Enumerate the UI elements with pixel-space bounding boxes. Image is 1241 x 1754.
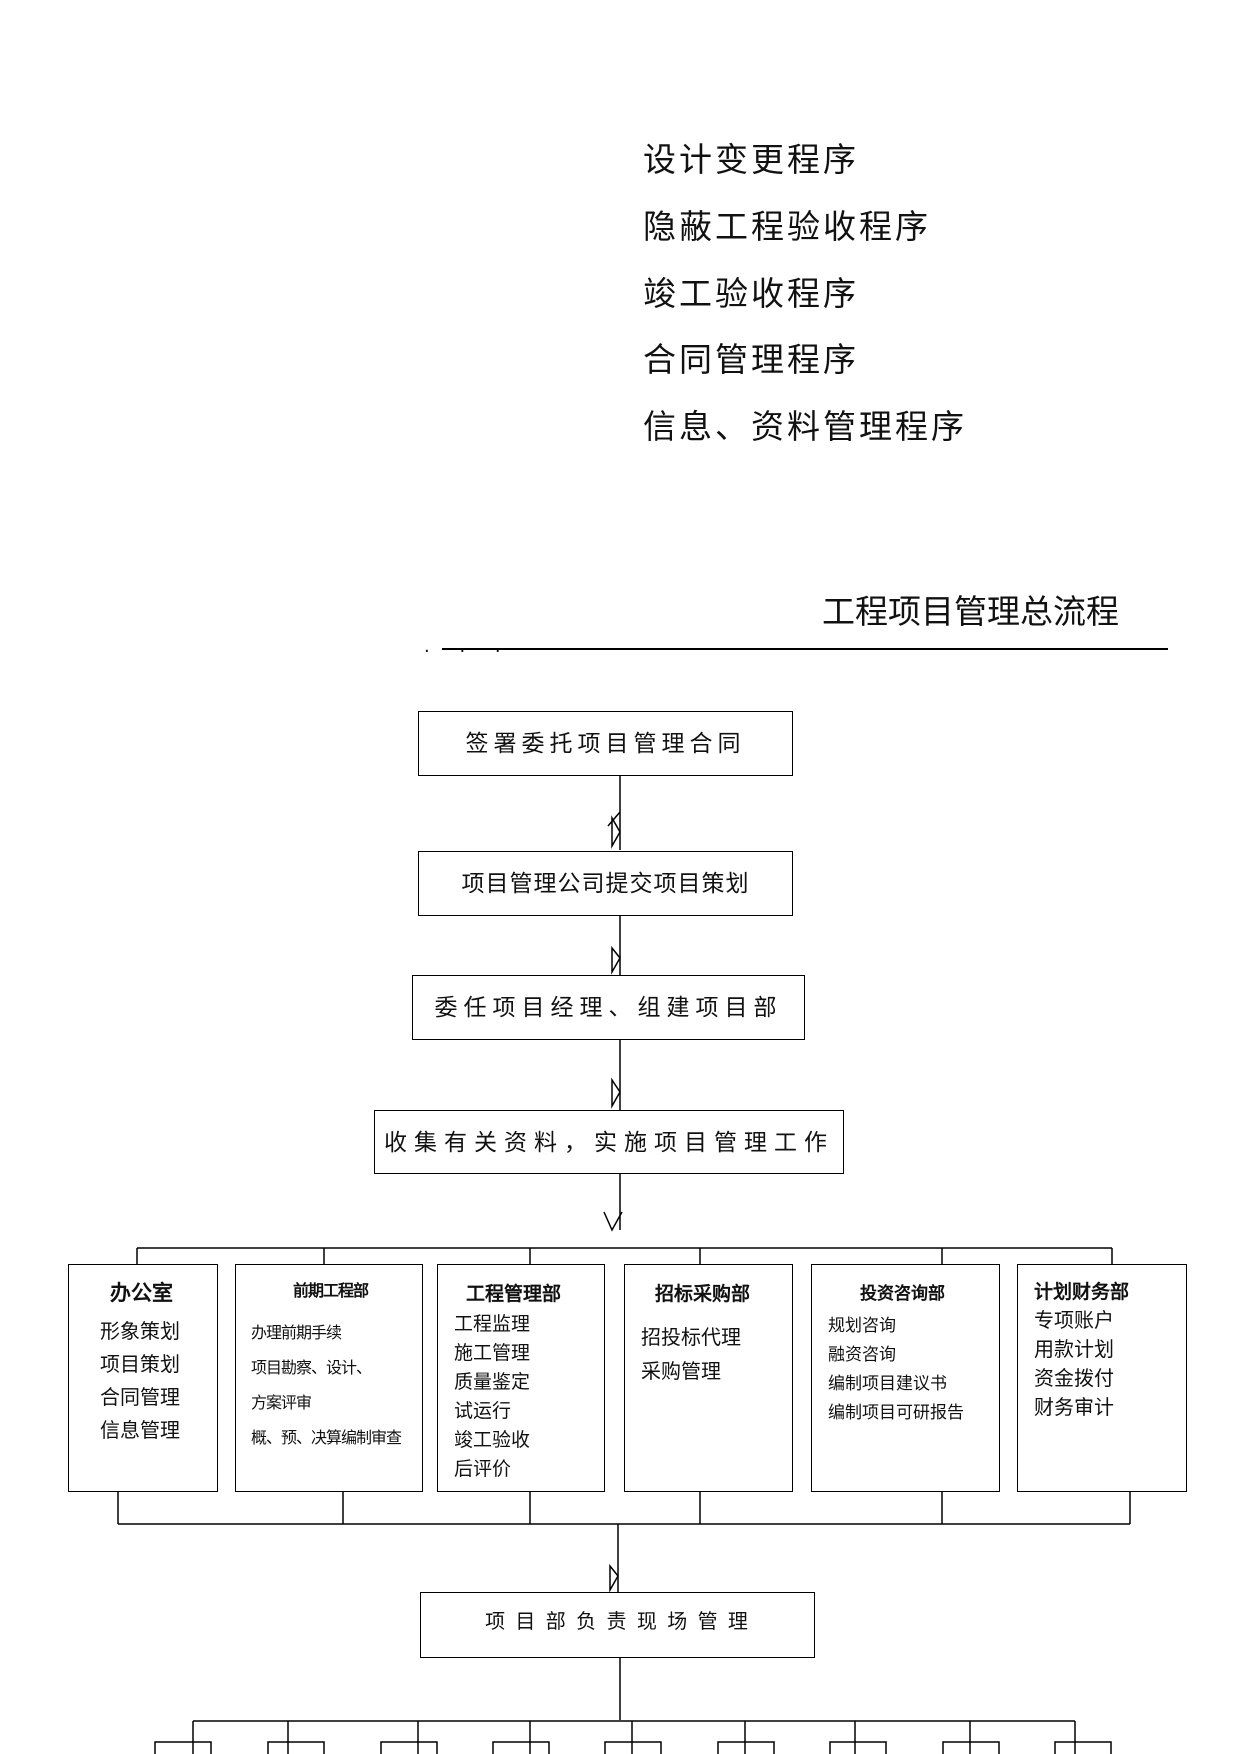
dept-planning-finance-title: 计划财务部 bbox=[1034, 1281, 1130, 1303]
dept-office-item: 信息管理 bbox=[100, 1418, 180, 1442]
step-site-management-label: 项 目 部 负 责 现 场 管 理 bbox=[485, 1609, 750, 1633]
dept-investment-consulting-item: 编制项目建议书 bbox=[828, 1374, 947, 1394]
bottom-box-8 bbox=[942, 1741, 1000, 1754]
dept-engineering-management-title: 工程管理部 bbox=[466, 1283, 562, 1305]
dept-planning-finance-item: 财务审计 bbox=[1034, 1395, 1114, 1419]
procedure-item-design-change: 设计变更程序 bbox=[643, 140, 859, 179]
dept-tender-procurement-item: 采购管理 bbox=[641, 1359, 721, 1383]
step-collect-materials: 收集有关资料，实施项目管理工作 bbox=[374, 1110, 844, 1174]
step-sign-contract: 签署委托项目管理合同 bbox=[418, 711, 793, 776]
procedure-item-contract-management: 合同管理程序 bbox=[643, 340, 859, 379]
arrow-mark-1 bbox=[607, 811, 621, 849]
bottom-box-5 bbox=[604, 1741, 662, 1754]
dept-engineering-management-item: 工程监理 bbox=[454, 1313, 531, 1335]
bottom-box-1 bbox=[154, 1741, 212, 1754]
dept-engineering-management-item: 后评价 bbox=[454, 1458, 512, 1480]
step-appoint-manager-label: 委任项目经理、组建项目部 bbox=[434, 995, 783, 1021]
dept-preliminary-works: 前期工程部 办理前期手续 项目勘察、设计、 方案评审 概、预、决算编制审查 bbox=[235, 1264, 423, 1492]
dept-preliminary-works-item: 概、预、决算编制审查 bbox=[251, 1428, 402, 1447]
dept-tender-procurement: 招标采购部 招投标代理 采购管理 bbox=[624, 1264, 793, 1492]
bottom-box-3 bbox=[380, 1741, 438, 1754]
flow-title: 工程项目管理总流程 bbox=[822, 592, 1119, 631]
dept-engineering-management: 工程管理部 工程监理 施工管理 质量鉴定 试运行 竣工验收 后评价 bbox=[437, 1264, 605, 1492]
bottom-box-4 bbox=[492, 1741, 550, 1754]
step-submit-planning: 项目管理公司提交项目策划 bbox=[418, 851, 793, 916]
dept-engineering-management-item: 竣工验收 bbox=[454, 1429, 531, 1451]
dept-tender-procurement-item: 招投标代理 bbox=[641, 1325, 741, 1349]
bottom-box-7 bbox=[829, 1741, 887, 1754]
dept-planning-finance-item: 资金拨付 bbox=[1034, 1366, 1114, 1390]
procedure-item-information-management: 信息、资料管理程序 bbox=[643, 407, 967, 446]
bottom-box-6 bbox=[717, 1741, 775, 1754]
dept-office-title: 办公室 bbox=[110, 1281, 173, 1305]
dept-investment-consulting-item: 融资咨询 bbox=[828, 1345, 896, 1365]
dept-investment-consulting-item: 编制项目可研报告 bbox=[828, 1403, 964, 1423]
arrow-head-4 bbox=[603, 1211, 623, 1232]
dept-preliminary-works-item: 办理前期手续 bbox=[251, 1323, 342, 1342]
title-rule bbox=[442, 648, 1168, 650]
bottom-box-2 bbox=[267, 1741, 325, 1754]
dept-planning-finance-item: 用款计划 bbox=[1034, 1337, 1114, 1361]
dept-office-item: 形象策划 bbox=[100, 1319, 180, 1343]
dept-engineering-management-item: 施工管理 bbox=[454, 1342, 531, 1364]
dept-preliminary-works-item: 方案评审 bbox=[251, 1393, 312, 1412]
procedure-item-concealed-works: 隐蔽工程验收程序 bbox=[643, 207, 931, 246]
step-submit-planning-label: 项目管理公司提交项目策划 bbox=[461, 871, 750, 897]
dept-investment-consulting-title: 投资咨询部 bbox=[860, 1284, 945, 1304]
dept-investment-consulting-item: 规划咨询 bbox=[828, 1316, 896, 1336]
step-appoint-manager: 委任项目经理、组建项目部 bbox=[412, 975, 805, 1040]
step-collect-materials-label: 收集有关资料，实施项目管理工作 bbox=[384, 1130, 834, 1156]
title-dots: · · · bbox=[424, 641, 513, 662]
arrow-mark-2 bbox=[611, 945, 621, 975]
bottom-box-9 bbox=[1054, 1741, 1112, 1754]
dept-engineering-management-item: 质量鉴定 bbox=[454, 1371, 531, 1393]
dept-office-item: 项目策划 bbox=[100, 1352, 180, 1376]
dept-tender-procurement-title: 招标采购部 bbox=[655, 1283, 751, 1305]
dept-planning-finance: 计划财务部 专项账户 用款计划 资金拨付 财务审计 bbox=[1017, 1264, 1187, 1492]
arrow-mark-3 bbox=[611, 1077, 621, 1109]
dept-office: 办公室 形象策划 项目策划 合同管理 信息管理 bbox=[68, 1264, 218, 1492]
dept-engineering-management-item: 试运行 bbox=[454, 1400, 512, 1422]
dept-planning-finance-item: 专项账户 bbox=[1034, 1308, 1114, 1332]
arrow-mark-5 bbox=[609, 1563, 619, 1593]
procedure-item-completion-acceptance: 竣工验收程序 bbox=[643, 274, 859, 313]
step-site-management: 项 目 部 负 责 现 场 管 理 bbox=[420, 1592, 815, 1658]
dept-investment-consulting: 投资咨询部 规划咨询 融资咨询 编制项目建议书 编制项目可研报告 bbox=[811, 1264, 1000, 1492]
step-sign-contract-label: 签署委托项目管理合同 bbox=[465, 731, 746, 757]
dept-preliminary-works-item: 项目勘察、设计、 bbox=[251, 1358, 372, 1377]
dept-office-item: 合同管理 bbox=[100, 1385, 180, 1409]
dept-preliminary-works-title: 前期工程部 bbox=[293, 1281, 369, 1300]
